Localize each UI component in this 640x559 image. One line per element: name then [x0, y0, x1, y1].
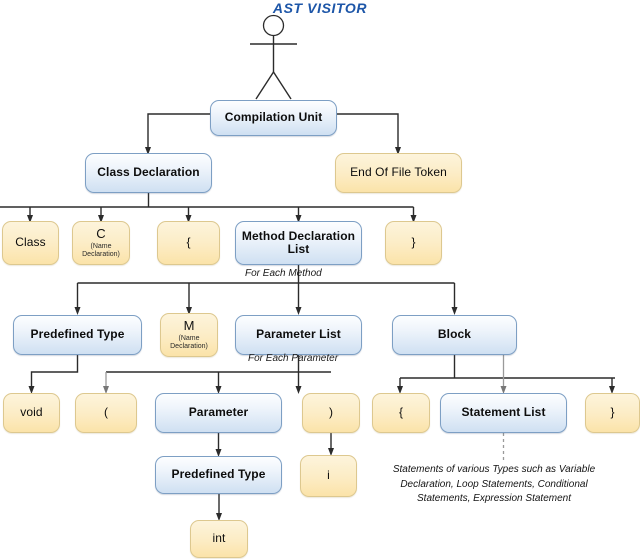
node-predefined-type-method[interactable]: Predefined Type [13, 315, 142, 355]
node-label: void [20, 405, 43, 420]
node-label: Class [15, 235, 46, 250]
node-end-of-file-token[interactable]: End Of File Token [335, 153, 462, 193]
node-void-type[interactable]: void [3, 393, 60, 433]
node-label: M [183, 318, 195, 334]
node-label: Block [437, 327, 472, 342]
node-label: { [398, 405, 404, 420]
edge-label-for-each-method: For Each Method [245, 268, 322, 279]
node-open-brace-class[interactable]: { [157, 221, 220, 265]
node-parameter-list[interactable]: Parameter List [235, 315, 362, 355]
node-label: } [610, 405, 615, 420]
node-label: End Of File Token [350, 165, 447, 180]
node-m-name-declaration[interactable]: M(Name Declaration) [160, 313, 218, 357]
node-c-name-declaration[interactable]: C(Name Declaration) [72, 221, 130, 265]
node-close-brace-class[interactable]: } [385, 221, 442, 265]
node-close-paren-params[interactable]: ) [302, 393, 360, 433]
edge-label-for-each-parameter: For Each Parameter [248, 353, 339, 364]
node-open-paren-params[interactable]: ( [75, 393, 137, 433]
node-block[interactable]: Block [392, 315, 517, 355]
page-title: AST VISITOR [272, 0, 368, 16]
node-label: Parameter List [256, 327, 341, 342]
node-class-keyword[interactable]: Class [2, 221, 59, 265]
node-sublabel: (Name Declaration) [170, 334, 208, 350]
node-label: Statement List [461, 405, 546, 420]
node-label: ( [103, 405, 109, 420]
node-label: Compilation Unit [224, 110, 323, 125]
node-method-declaration-list[interactable]: Method Declaration List [235, 221, 362, 265]
node-class-declaration[interactable]: Class Declaration [85, 153, 212, 193]
node-label: Parameter [188, 405, 249, 420]
node-int-type[interactable]: int [190, 520, 248, 558]
node-label: i [327, 468, 330, 483]
node-label: Class Declaration [97, 165, 200, 180]
node-label: Method Declaration List [241, 228, 356, 256]
node-label: } [411, 235, 416, 250]
node-predefined-type-param[interactable]: Predefined Type [155, 456, 282, 494]
node-sublabel: (Name Declaration) [82, 242, 120, 258]
statement-list-note: Statements of various Types such as Vari… [392, 464, 596, 504]
node-compilation-unit[interactable]: Compilation Unit [210, 100, 337, 136]
node-label: Predefined Type [30, 327, 125, 342]
node-i-identifier[interactable]: i [300, 455, 357, 497]
node-label: { [186, 235, 191, 250]
node-label: Predefined Type [171, 467, 266, 482]
node-label: C [96, 226, 106, 242]
node-open-brace-block[interactable]: { [372, 393, 430, 433]
node-label: int [212, 531, 226, 546]
node-parameter[interactable]: Parameter [155, 393, 282, 433]
node-label: ) [328, 405, 334, 420]
node-close-brace-block[interactable]: } [585, 393, 640, 433]
node-statement-list[interactable]: Statement List [440, 393, 567, 433]
